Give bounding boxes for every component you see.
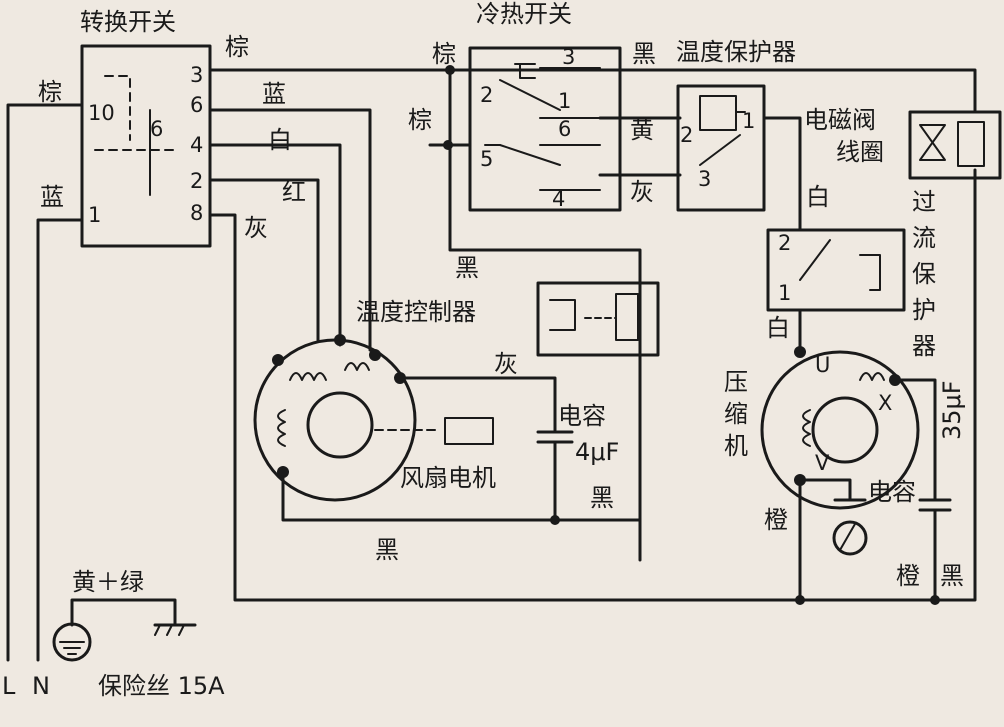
overcurrent-label-3: 保 [912, 260, 936, 288]
wire-white-oc: 白 [806, 183, 830, 211]
compressor: U X V 压 缩 机 电容 35μF 橙 橙 黑 [724, 346, 966, 605]
wire-red-2: 红 [282, 178, 306, 206]
overcurrent-box [766, 228, 906, 312]
wire-gray-fan: 灰 [494, 350, 518, 378]
wire-yellow: 黄 [630, 116, 654, 144]
transfer-switch: 转换开关 10 1 6 3 6 4 2 8 [80, 8, 212, 248]
terminal-label: 10 [88, 101, 115, 125]
overcurrent-label-4: 护 [912, 296, 936, 324]
terminal-label: 3 [562, 45, 575, 69]
wire-brown-l: 棕 [38, 78, 62, 106]
fuse-label: 保险丝 15A [98, 672, 225, 700]
terminal-label: 2 [480, 83, 493, 107]
cooling-switch-title: 冷热开关 [476, 0, 572, 28]
terminal-label: 2 [190, 169, 203, 193]
wire-blue-n: 蓝 [40, 183, 64, 211]
terminal-label: 5 [480, 147, 493, 171]
wire-orange-x: 橙 [896, 562, 920, 590]
fan-cap-value: 4μF [575, 438, 619, 466]
wire-gray-8: 灰 [244, 214, 268, 242]
temp-controller-label: 温度控制器 [356, 298, 476, 326]
wire-gray-cs: 灰 [630, 178, 654, 206]
temperature-protector: 温度保护器 2 1 3 [676, 38, 802, 232]
wire-white-comp: 白 [766, 314, 790, 342]
fan-motor: 风扇电机 灰 电容 4μF 黑 黑 [253, 334, 642, 564]
terminal-label: 1 [88, 203, 101, 227]
ground-wire-label: 黄＋绿 [72, 568, 144, 596]
solenoid-valve-coil: 电磁阀 线圈 [804, 106, 1002, 180]
overcurrent-label-2: 流 [912, 224, 936, 252]
terminal-label: 3 [190, 63, 203, 87]
temp-protector-label: 温度保护器 [676, 38, 796, 66]
wire-brown-cs1: 棕 [432, 40, 456, 68]
temp-protector-box [676, 84, 766, 212]
terminal-label: X [878, 391, 892, 415]
terminal-label: 1 [558, 89, 571, 113]
wire-blue-6: 蓝 [262, 80, 286, 108]
wire-orange-v: 橙 [764, 506, 788, 534]
terminal-label: 6 [558, 117, 571, 141]
cooling-switch-wires: 棕 棕 黑 黑 黄 灰 [408, 40, 682, 562]
terminal-label: 2 [778, 231, 791, 255]
cooling-switch-box [468, 46, 622, 212]
terminal-label: 6 [150, 117, 163, 141]
terminal-label: U [815, 353, 830, 377]
terminal-label: 2 [680, 123, 693, 147]
ground-symbol [52, 622, 92, 662]
overcurrent-label-1: 过 [912, 188, 936, 216]
solenoid-label-1: 电磁阀 [804, 106, 876, 134]
terminal-label: 6 [190, 93, 203, 117]
wire-black-bus: 黑 [940, 562, 964, 590]
fan-motor-label: 风扇电机 [400, 464, 496, 492]
compressor-label-1: 压 [724, 368, 748, 396]
terminal-label: 4 [190, 133, 203, 157]
comp-cap-value: 35μF [938, 380, 966, 440]
wire-black-tc2: 黑 [590, 484, 614, 512]
cooling-heating-switch: 冷热开关 3 2 1 6 5 4 [468, 0, 622, 212]
transfer-switch-wires: 棕 蓝 白 红 灰 [208, 33, 977, 602]
wire-black-tc: 黑 [455, 254, 479, 282]
fan-cap-label: 电容 [558, 402, 606, 430]
compressor-label-2: 缩 [724, 400, 748, 428]
wire-black-fan: 黑 [375, 536, 399, 564]
mains-wiring: L N 棕 蓝 [2, 78, 84, 700]
compressor-label-3: 机 [724, 432, 748, 460]
transfer-switch-title: 转换开关 [80, 8, 176, 36]
solenoid-box [908, 110, 1002, 180]
line-l-label: L [2, 672, 16, 700]
wire-black-3: 黑 [632, 40, 656, 68]
wire-white-4: 白 [268, 126, 292, 154]
temp-controller-box [536, 281, 660, 357]
wire-brown-cs2: 棕 [408, 106, 432, 134]
terminal-label: 8 [190, 201, 203, 225]
line-n-label: N [32, 672, 50, 700]
terminal-label: 1 [742, 109, 755, 133]
ground-and-fuse: 黄＋绿 保险丝 15A [52, 568, 225, 700]
comp-cap-label: 电容 [868, 478, 916, 506]
terminal-label: 4 [552, 187, 565, 211]
terminal-label: 3 [698, 167, 711, 191]
overcurrent-protector: 白 2 1 过 流 保 护 器 白 [766, 183, 936, 360]
terminal-label: 1 [778, 281, 791, 305]
temperature-controller: 温度控制器 [356, 281, 660, 357]
overcurrent-label-5: 器 [912, 332, 936, 360]
solenoid-label-2: 线圈 [836, 138, 884, 166]
terminal-label: V [815, 451, 830, 475]
wire-brown-top: 棕 [225, 33, 249, 61]
